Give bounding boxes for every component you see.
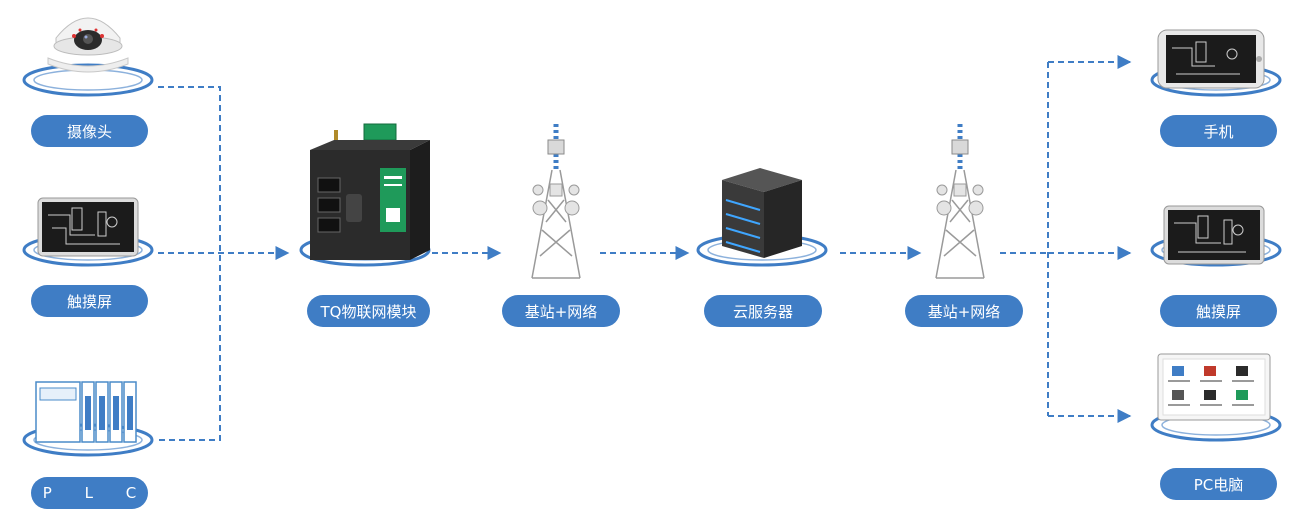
label-base-station-2: 基站+网络 bbox=[905, 295, 1023, 327]
camera-icon bbox=[47, 17, 129, 73]
tower-icon bbox=[531, 124, 581, 279]
label-cloud-server: 云服务器 bbox=[704, 295, 822, 327]
connector-left-bus bbox=[158, 86, 221, 441]
server-icon bbox=[722, 168, 802, 258]
label-base-station-1: 基站+网络 bbox=[502, 295, 620, 327]
tower-icon bbox=[935, 124, 985, 279]
plc-icon bbox=[35, 381, 137, 443]
touchscreen-icon bbox=[37, 197, 139, 257]
label-camera: 摄像头 bbox=[31, 115, 148, 147]
phone-icon bbox=[1157, 29, 1265, 89]
label-pc: PC电脑 bbox=[1160, 468, 1277, 500]
pc-icon bbox=[1157, 353, 1271, 421]
label-touchscreen-left: 触摸屏 bbox=[31, 285, 148, 317]
label-tq-module: TQ物联网模块 bbox=[307, 295, 430, 327]
label-plc: P L C bbox=[31, 477, 148, 509]
iot-module-icon bbox=[310, 123, 430, 260]
touchscreen-icon bbox=[1163, 205, 1265, 265]
label-touchscreen-right: 触摸屏 bbox=[1160, 295, 1277, 327]
label-phone: 手机 bbox=[1160, 115, 1277, 147]
